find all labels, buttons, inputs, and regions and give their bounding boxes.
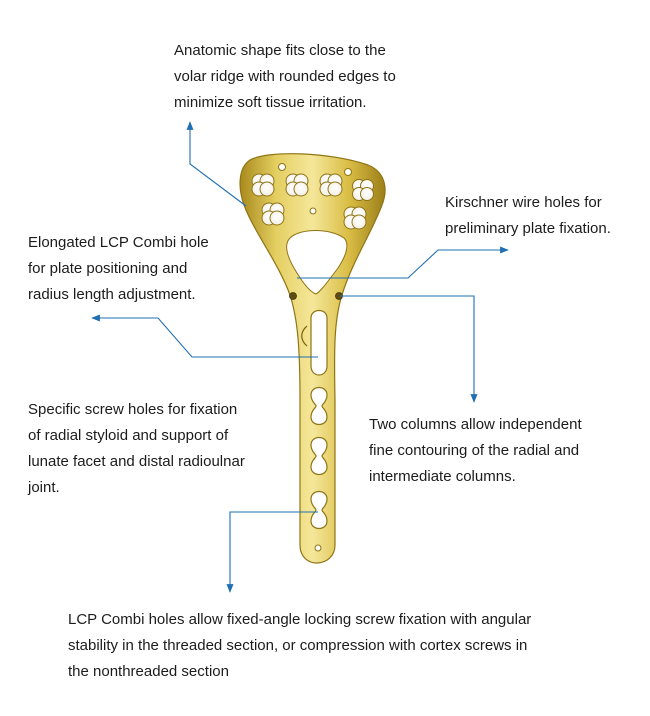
elongated-combi-hole xyxy=(310,309,328,376)
kwire-hole xyxy=(309,207,317,215)
leader-two-columns xyxy=(340,295,478,403)
combi-hole xyxy=(310,490,328,530)
distal-end-hole xyxy=(314,544,322,552)
kwire-hole xyxy=(289,292,297,300)
leader-lcp-combi xyxy=(226,511,318,593)
annotation-specific-screw: Specific screw holes for fixation of rad… xyxy=(28,401,245,496)
kwire-hole xyxy=(278,163,286,171)
bone-plate xyxy=(239,153,386,564)
combi-hole xyxy=(310,386,328,426)
annotation-kirschner-wire: Kirschner wire holes for preliminary pla… xyxy=(445,194,611,237)
screw-hole xyxy=(343,206,367,230)
annotation-anatomic-shape: Anatomic shape fits close to the volar r… xyxy=(174,42,396,111)
screw-hole xyxy=(319,173,343,197)
distal-screw-holes xyxy=(251,173,374,230)
screw-hole xyxy=(261,202,285,226)
kwire-hole xyxy=(344,168,352,176)
screw-hole xyxy=(251,173,275,197)
annotation-two-columns: Two columns allow independent fine conto… xyxy=(369,416,582,485)
combi-hole xyxy=(310,436,328,476)
screw-hole xyxy=(285,173,309,197)
leader-lines xyxy=(91,121,509,593)
leader-elongated-hole xyxy=(91,314,318,358)
combi-holes xyxy=(310,386,328,530)
leader-kirschner-wire xyxy=(297,246,509,279)
annotation-elongated-hole: Elongated LCP Combi hole for plate posit… xyxy=(28,234,209,303)
annotation-lcp-combi: LCP Combi holes allow fixed-angle lockin… xyxy=(68,611,532,680)
leader-anatomic-shape xyxy=(186,121,247,207)
screw-hole xyxy=(352,179,374,201)
